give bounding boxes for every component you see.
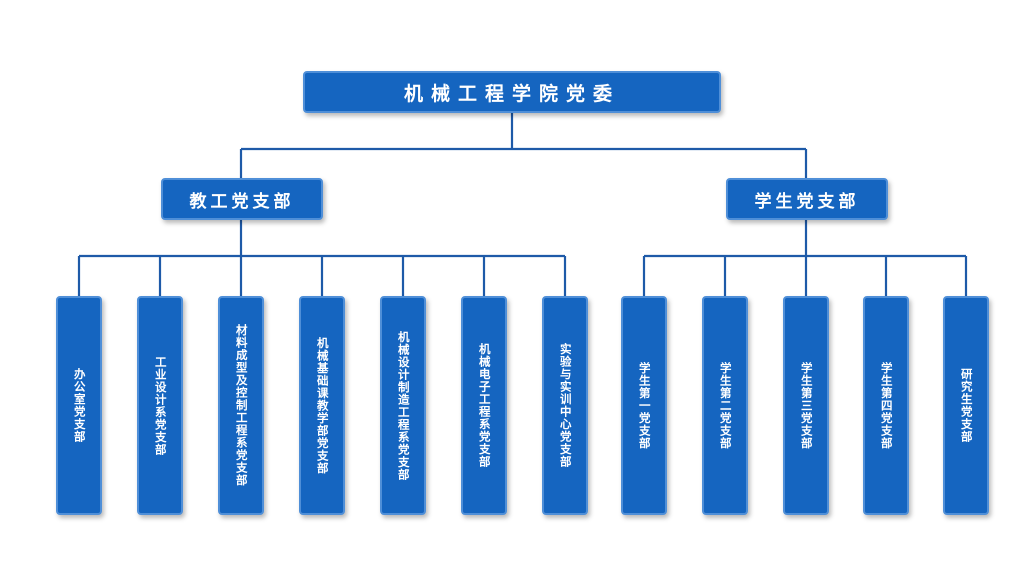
leaf-label: 学生第三党支部	[799, 361, 814, 450]
leaf-node: 学生第四党支部	[863, 296, 909, 515]
branch-node-faculty: 教工党支部	[161, 178, 323, 220]
leaf-label: 办公室党支部	[72, 368, 87, 443]
root-node: 机械工程学院党委	[303, 71, 721, 113]
leaf-label: 机械设计制造工程系党支部	[396, 330, 411, 481]
leaf-node: 学生第二党支部	[702, 296, 748, 515]
leaf-node: 机械设计制造工程系党支部	[380, 296, 426, 515]
leaf-node: 实验与实训中心党支部	[542, 296, 588, 515]
leaf-node: 材料成型及控制工程系党支部	[218, 296, 264, 515]
leaf-label: 机械基础课教学部党支部	[315, 336, 330, 475]
leaf-node: 研究生党支部	[943, 296, 989, 515]
leaf-node: 学生第一党支部	[621, 296, 667, 515]
leaf-label: 研究生党支部	[959, 368, 974, 443]
branch-node-student: 学生党支部	[726, 178, 888, 220]
root-label: 机械工程学院党委	[403, 82, 620, 105]
leaf-node: 学生第三党支部	[783, 296, 829, 515]
branch-label: 学生党支部	[754, 191, 860, 212]
leaf-label: 学生第二党支部	[718, 361, 733, 450]
branch-label: 教工党支部	[189, 191, 295, 212]
leaf-node: 机械电子工程系党支部	[461, 296, 507, 515]
leaf-label: 学生第一党支部	[637, 361, 652, 450]
leaf-label: 材料成型及控制工程系党支部	[234, 324, 249, 487]
leaf-node: 工业设计系党支部	[137, 296, 183, 515]
leaf-label: 学生第四党支部	[879, 361, 894, 450]
leaf-label: 工业设计系党支部	[153, 355, 168, 456]
leaf-label: 机械电子工程系党支部	[477, 343, 492, 468]
leaf-node: 办公室党支部	[56, 296, 102, 515]
leaf-label: 实验与实训中心党支部	[558, 343, 573, 468]
leaf-node: 机械基础课教学部党支部	[299, 296, 345, 515]
